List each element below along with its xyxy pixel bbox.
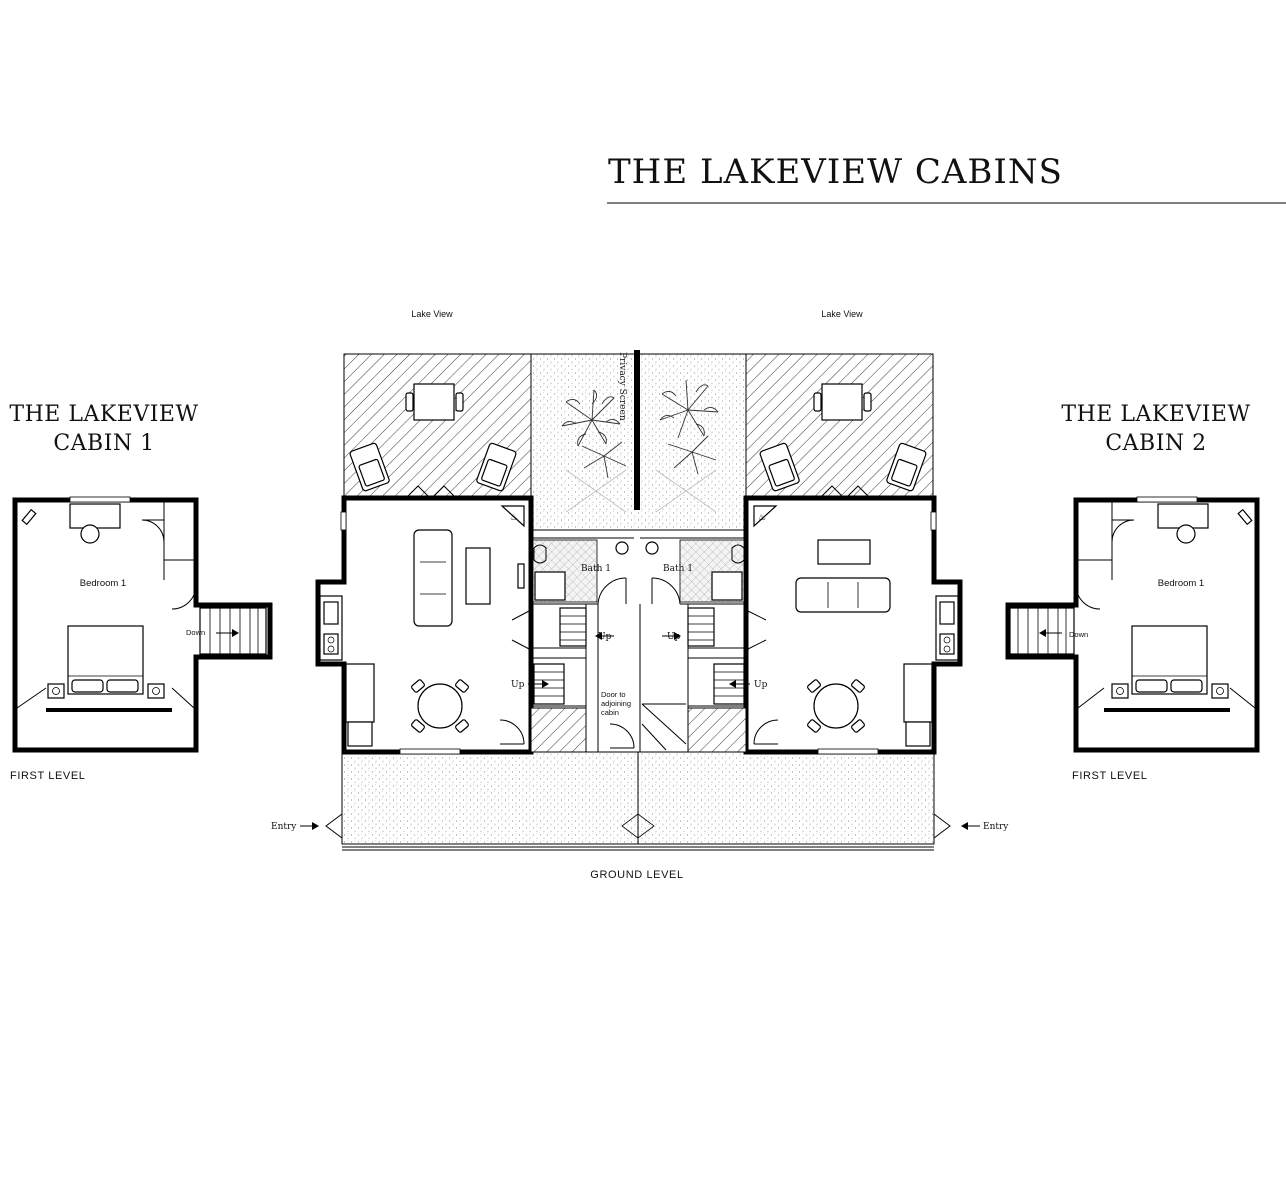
cabin2-first-level-plan [1005, 496, 1260, 753]
privacy-screen-wall [634, 350, 640, 510]
up-left-upper-label: Up [598, 632, 612, 642]
svg-text:♨: ♨ [510, 513, 518, 523]
bath-right-label: Bath 1 [663, 564, 693, 574]
page-title: THE LAKEVIEW CABINS [608, 152, 1063, 192]
ground-level-label: GROUND LEVEL [590, 869, 683, 881]
cabin2-bedroom-label: Bedroom 1 [1158, 578, 1204, 589]
up-left-lower-label: Up [511, 680, 525, 690]
door-note-line2: adjoining [601, 699, 631, 708]
entry-right-label: Entry [983, 822, 1009, 832]
cabin1-ground-plan: ♨ [315, 485, 634, 755]
up-right-upper-label: Up [667, 632, 681, 642]
door-note-line3: cabin [601, 708, 619, 717]
cabin1-title-line2: CABIN 1 [53, 431, 154, 456]
cabin2-down-label: Down [1069, 630, 1088, 639]
up-right-lower-label: Up [754, 680, 768, 690]
bath-left-label: Bath 1 [581, 564, 611, 574]
cabin1-title-line1: THE LAKEVIEW [9, 402, 198, 427]
cabin2-level-label: FIRST LEVEL [1072, 770, 1147, 782]
lake-view-left-label: Lake View [411, 309, 453, 319]
cabin2-title-line2: CABIN 2 [1105, 431, 1206, 456]
deck-left-furniture [349, 383, 517, 492]
cabin1-first-level-plan [12, 496, 273, 753]
garden-plants [561, 379, 719, 513]
lake-view-right-label: Lake View [821, 309, 863, 319]
cabin1-bedroom-label: Bedroom 1 [80, 578, 126, 589]
cabin2-ground-plan: ♨ [609, 485, 963, 755]
deck-right-furniture [759, 383, 927, 492]
door-note-line1: Door to [601, 690, 626, 699]
cabin1-down-label: Down [186, 628, 205, 637]
entry-left-label: Entry [271, 822, 297, 832]
svg-text:♨: ♨ [758, 513, 766, 523]
privacy-screen-label: Privacy Screen [617, 352, 627, 421]
cabin2-title-line1: THE LAKEVIEW [1061, 402, 1250, 427]
cabin1-level-label: FIRST LEVEL [10, 770, 85, 782]
